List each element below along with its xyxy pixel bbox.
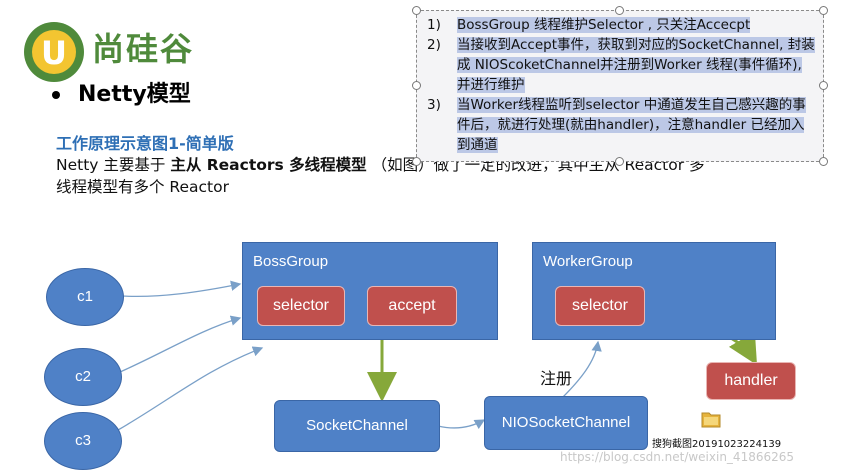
slide-subtitle: 工作原理示意图1-简单版 [56, 134, 234, 153]
c2-to-bossgroup-arrow [119, 315, 242, 373]
client-c1: c1 [46, 268, 124, 326]
workergroup-box: WorkerGroup selector [532, 242, 776, 340]
list-item-text: BossGroup 线程维护Selector , 只关注Accecpt [457, 17, 751, 33]
resize-handle-right[interactable] [819, 81, 828, 90]
resize-handle-bottom[interactable] [615, 157, 624, 166]
folder-icon[interactable] [700, 408, 722, 430]
resize-handle-bottom-right[interactable] [819, 157, 828, 166]
slide-title: Netty模型 [52, 76, 191, 108]
workergroup-selector: selector [555, 286, 645, 326]
socketchannel-box: SocketChannel [274, 400, 440, 452]
list-item-number: 1) [427, 17, 441, 33]
register-label: 注册 [540, 369, 573, 388]
logo-mark-letter: U [41, 34, 67, 72]
watermark-text: https://blog.csdn.net/weixin_41866265 [560, 450, 795, 464]
nio-register-arrow [561, 340, 602, 399]
list-item: 1) BossGroup 线程维护Selector , 只关注Accecpt [427, 15, 817, 35]
list-item: 2) 当接收到Accept事件，获取到对应的SocketChannel, 封装成… [427, 35, 817, 95]
textbox-list: 1) BossGroup 线程维护Selector , 只关注Accecpt 2… [427, 15, 817, 155]
list-item-number: 3) [427, 97, 441, 113]
c1-to-bossgroup-arrow [121, 280, 242, 298]
list-item: 3) 当Worker线程监听到selector 中通道发生自己感兴趣的事件后，就… [427, 95, 817, 155]
logo: U 尚硅谷 [20, 18, 220, 88]
resize-handle-left[interactable] [412, 81, 421, 90]
handler-box: handler [706, 362, 796, 400]
bullet-dot-icon [52, 91, 60, 99]
bossgroup-accept: accept [367, 286, 457, 326]
logo-mark-icon: U [24, 22, 84, 82]
bossgroup-selector: selector [257, 286, 345, 326]
client-c2: c2 [44, 348, 122, 406]
c3-to-bossgroup-arrow [117, 346, 264, 431]
logo-text: 尚硅谷 [92, 30, 195, 68]
selected-textbox[interactable]: 1) BossGroup 线程维护Selector , 只关注Accecpt 2… [412, 6, 828, 166]
desktop-file-label[interactable]: 搜狗截图20191023224139 [652, 439, 782, 450]
resize-handle-top[interactable] [615, 6, 624, 15]
socketchannel-to-nio-arrow [437, 419, 486, 430]
desc-line1-pre: Netty 主要基于 [56, 156, 166, 174]
slide-title-text: Netty模型 [78, 82, 191, 107]
desc-line2: 线程模型有多个 Reactor [56, 178, 229, 196]
resize-handle-top-left[interactable] [412, 6, 421, 15]
resize-handle-bottom-left[interactable] [412, 157, 421, 166]
desc-line1-bold: 主从 Reactors 多线程模型 [170, 156, 367, 174]
workergroup-title: WorkerGroup [543, 253, 633, 270]
resize-handle-top-right[interactable] [819, 6, 828, 15]
niosocketchannel-box: NIOSocketChannel [484, 396, 648, 450]
bossgroup-box: BossGroup selector accept [242, 242, 498, 340]
bossgroup-title: BossGroup [253, 253, 329, 270]
client-c3: c3 [44, 412, 122, 470]
list-item-number: 2) [427, 37, 441, 53]
